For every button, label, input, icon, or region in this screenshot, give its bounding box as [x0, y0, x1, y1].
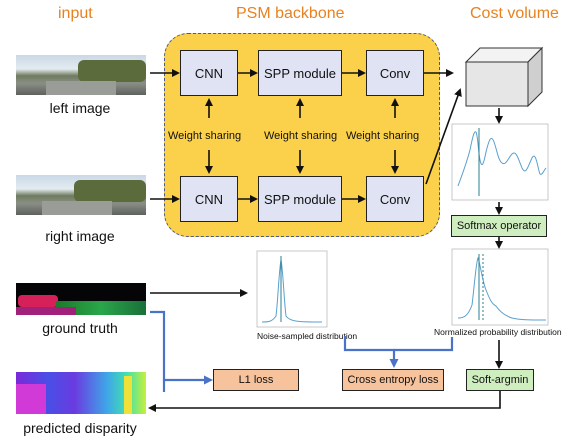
gt-red-patch — [18, 295, 58, 307]
cross-entropy-loss-box: Cross entropy loss — [342, 369, 444, 391]
noise-sampled-plot — [256, 250, 328, 328]
left-image-road — [46, 81, 116, 95]
blue-connector-gt-to-l1 — [150, 310, 213, 385]
normalized-probability-plot — [451, 248, 549, 326]
weight-sharing-label-1: Weight sharing — [168, 130, 242, 142]
weight-sharing-arrows — [205, 98, 399, 174]
blue-connector-noise-to-ce — [343, 336, 399, 368]
caption-right-image: right image — [45, 228, 115, 244]
arrow-soft-argmin-to-prediction — [148, 391, 501, 412]
spp-top-box: SPP module — [258, 50, 342, 96]
arrow-conv-bottom-to-cost — [425, 88, 462, 185]
cnn-bottom-box: CNN — [180, 176, 238, 222]
cost-plot — [451, 123, 549, 201]
header-cost-volume: Cost volume — [470, 5, 559, 22]
header-psm-backbone: PSM backbone — [236, 5, 345, 22]
weight-sharing-label-3: Weight sharing — [346, 130, 420, 142]
cnn-top-box: CNN — [180, 50, 238, 96]
caption-predicted-disparity: predicted disparity — [23, 420, 137, 436]
caption-normalized-probability: Normalized probability distribution — [434, 327, 562, 337]
left-image-trees — [78, 60, 146, 82]
right-image-road — [42, 201, 112, 215]
right-image — [16, 175, 146, 215]
left-image — [16, 55, 146, 95]
blue-connector-prob-to-ce — [394, 337, 454, 352]
pd-yellow-pole — [124, 376, 132, 414]
right-image-trees — [74, 180, 146, 202]
ground-truth-image — [16, 283, 146, 315]
conv-top-box: Conv — [366, 50, 424, 96]
cost-volume-cube — [464, 46, 544, 108]
l1-loss-box: L1 loss — [213, 369, 299, 391]
predicted-disparity-image — [16, 372, 146, 414]
weight-sharing-label-2: Weight sharing — [264, 130, 338, 142]
gt-magenta-band — [16, 307, 76, 315]
soft-argmin-box: Soft-argmin — [466, 369, 534, 391]
caption-noise-sampled: Noise-sampled distribution — [257, 331, 358, 341]
conv-bottom-box: Conv — [366, 176, 424, 222]
softmax-operator-box: Softmax operator — [451, 215, 547, 237]
pd-pink-patch — [16, 384, 46, 414]
caption-left-image: left image — [49, 100, 111, 116]
header-input: input — [58, 5, 93, 22]
spp-bottom-box: SPP module — [258, 176, 342, 222]
gt-green-band — [56, 301, 146, 315]
caption-ground-truth: ground truth — [42, 320, 118, 336]
